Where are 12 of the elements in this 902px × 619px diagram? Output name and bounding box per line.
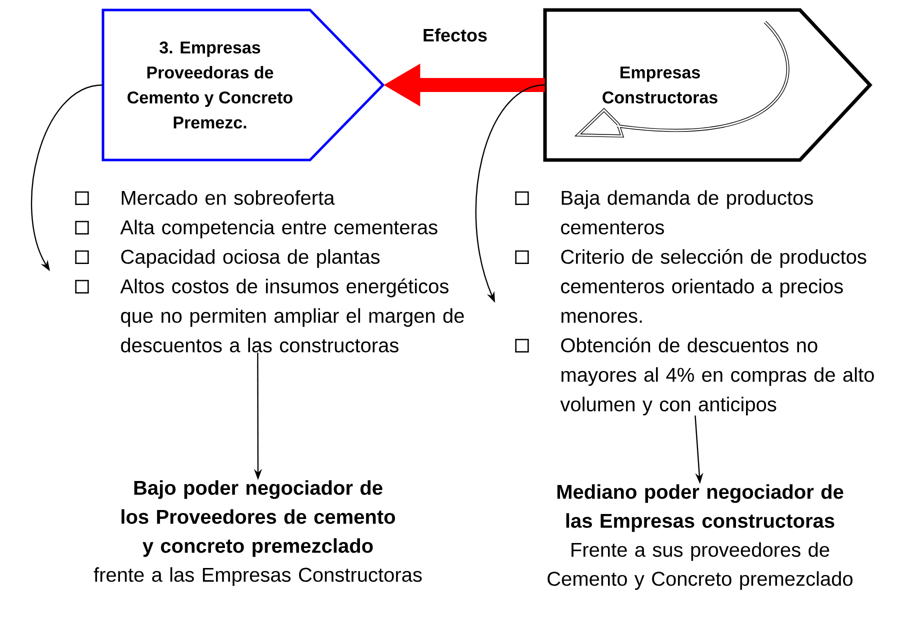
conclusion-heading: Bajo poder negociador de los Proveedores de cemento y concreto premezclado	[122, 480, 395, 557]
conclusion-text: Frente a sus proveedores de Cemento y Concreto premezclado	[548, 542, 852, 590]
list-item: Mercado en sobreoferta	[122, 190, 335, 205]
list-item: Altos costos de insumos energéticos que no permiten ampliar el margen de descuentos a las constructoras	[120, 278, 464, 352]
list-item: Capacidad ociosa de plantas	[121, 249, 380, 268]
conclusion-text: frente a las Empresas Constructoras	[94, 567, 422, 586]
conclusion-heading: Mediano poder negociador de las Empresas constructoras	[557, 484, 844, 532]
list-item: Alta competencia entre cementeras	[120, 220, 438, 238]
list-item: Obtención de descuentos no mayores al 4% en compras de alto volumen y con anticipos	[560, 337, 874, 416]
list-item: Baja demanda de productos cementeros	[561, 190, 813, 234]
edge-label: Efectos	[420, 26, 490, 44]
list-item: Criterio de selección de productos cementeros orientado a precios menores.	[561, 248, 866, 323]
